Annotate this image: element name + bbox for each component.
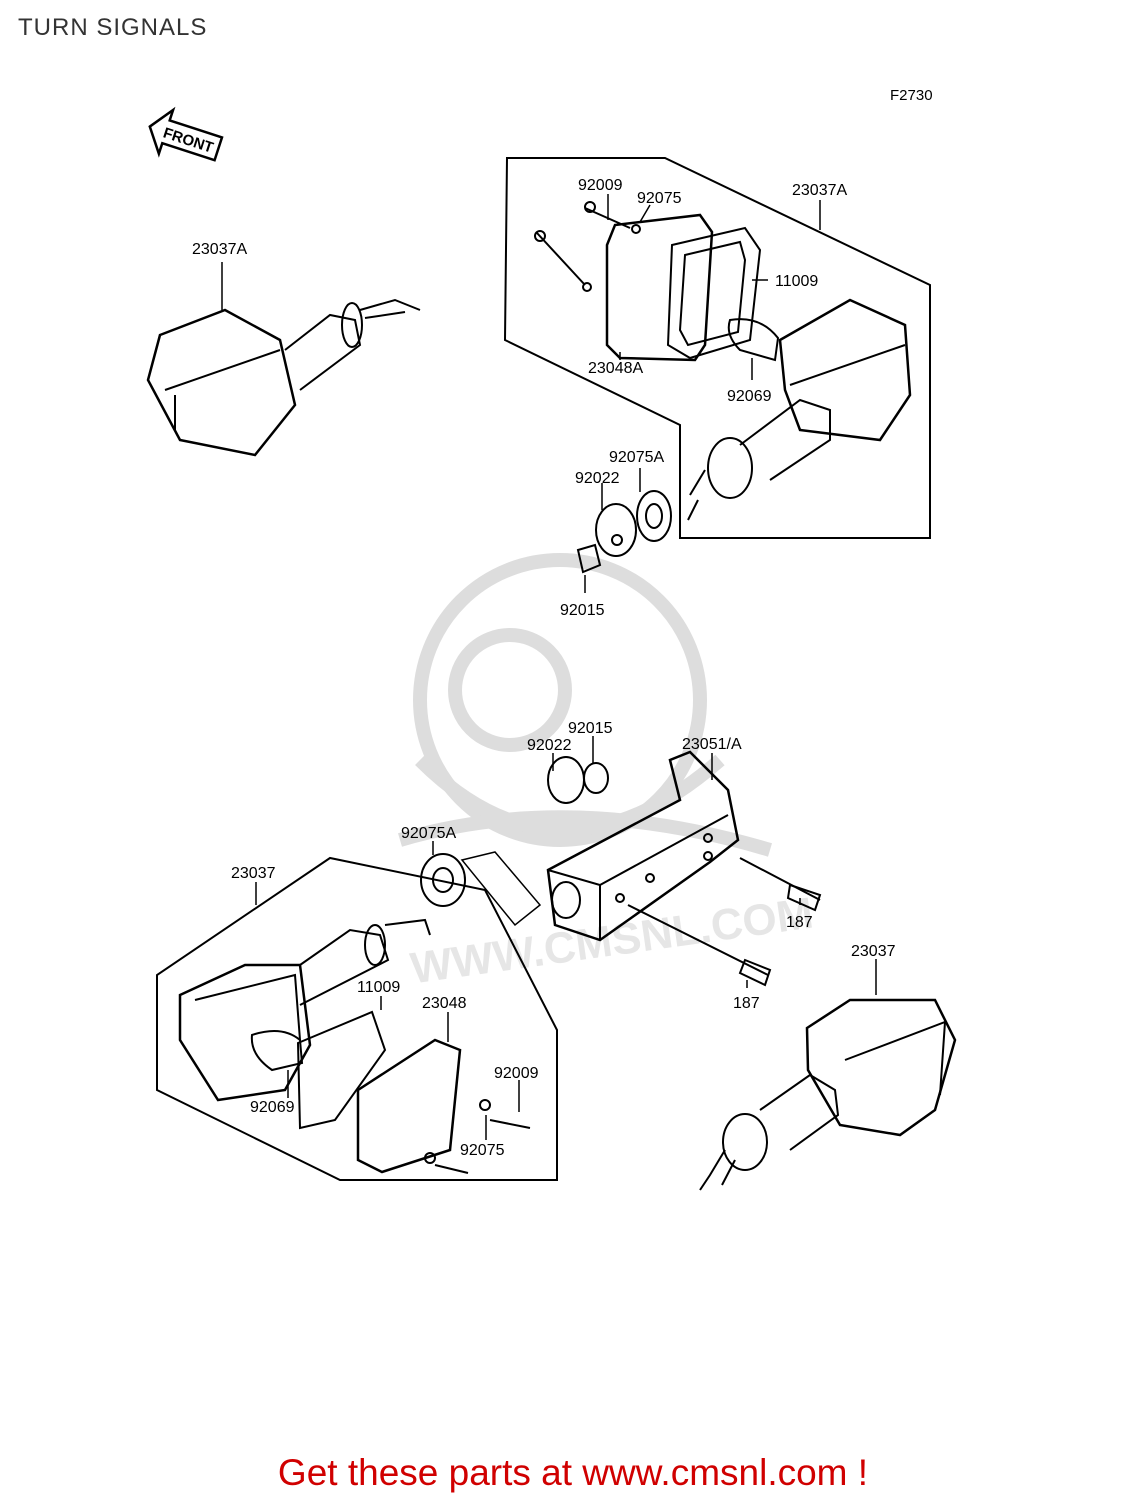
part-callouts: 23037A 23037A 92009 92075 11009 23048A 9… bbox=[192, 177, 896, 1159]
callout-92009-bottom: 92009 bbox=[494, 1065, 539, 1082]
callout-187-a: 187 bbox=[786, 914, 813, 931]
callout-92069-top: 92069 bbox=[727, 388, 772, 405]
turn-signal-lamp-upper-left bbox=[146, 298, 421, 457]
front-arrow-icon bbox=[148, 106, 224, 162]
callout-92015-mid: 92015 bbox=[568, 720, 613, 737]
callout-92075A-mid: 92075A bbox=[401, 825, 456, 842]
callout-11009-top: 11009 bbox=[775, 273, 818, 290]
callout-23037-right: 23037 bbox=[851, 943, 896, 960]
signal-bracket bbox=[420, 750, 822, 987]
turn-signal-lamp-lower-left bbox=[178, 918, 531, 1174]
watermark-text: WWW.CMSNL.COM bbox=[408, 888, 817, 993]
callout-187-b: 187 bbox=[733, 995, 760, 1012]
callout-23037-left: 23037 bbox=[231, 865, 276, 882]
page-title: TURN SIGNALS bbox=[18, 14, 208, 41]
turn-signal-lamp-lower-right bbox=[699, 998, 957, 1191]
figure-code: F2730 bbox=[890, 87, 933, 104]
leader-lines bbox=[221, 194, 877, 1140]
callout-92075A-top: 92075A bbox=[609, 449, 664, 466]
callout-92075-top: 92075 bbox=[637, 190, 682, 207]
callout-23037A-right: 23037A bbox=[792, 182, 847, 199]
callout-92022-top: 92022 bbox=[575, 470, 620, 487]
callout-92022-mid: 92022 bbox=[527, 737, 572, 754]
footer-parts-link[interactable]: Get these parts at www.cmsnl.com ! bbox=[277, 1452, 869, 1493]
turn-signal-lamp-upper-right bbox=[534, 201, 912, 574]
callout-92075-bottom: 92075 bbox=[460, 1142, 505, 1159]
callout-92069-bottom: 92069 bbox=[250, 1099, 295, 1116]
callout-23048A: 23048A bbox=[588, 360, 643, 377]
callout-92009-top: 92009 bbox=[578, 177, 623, 194]
callout-23048: 23048 bbox=[422, 995, 467, 1012]
callout-23037A-left: 23037A bbox=[192, 241, 247, 258]
callout-11009-bottom: 11009 bbox=[357, 979, 400, 996]
callout-92015-top: 92015 bbox=[560, 602, 605, 619]
callout-23051A: 23051/A bbox=[682, 736, 742, 753]
